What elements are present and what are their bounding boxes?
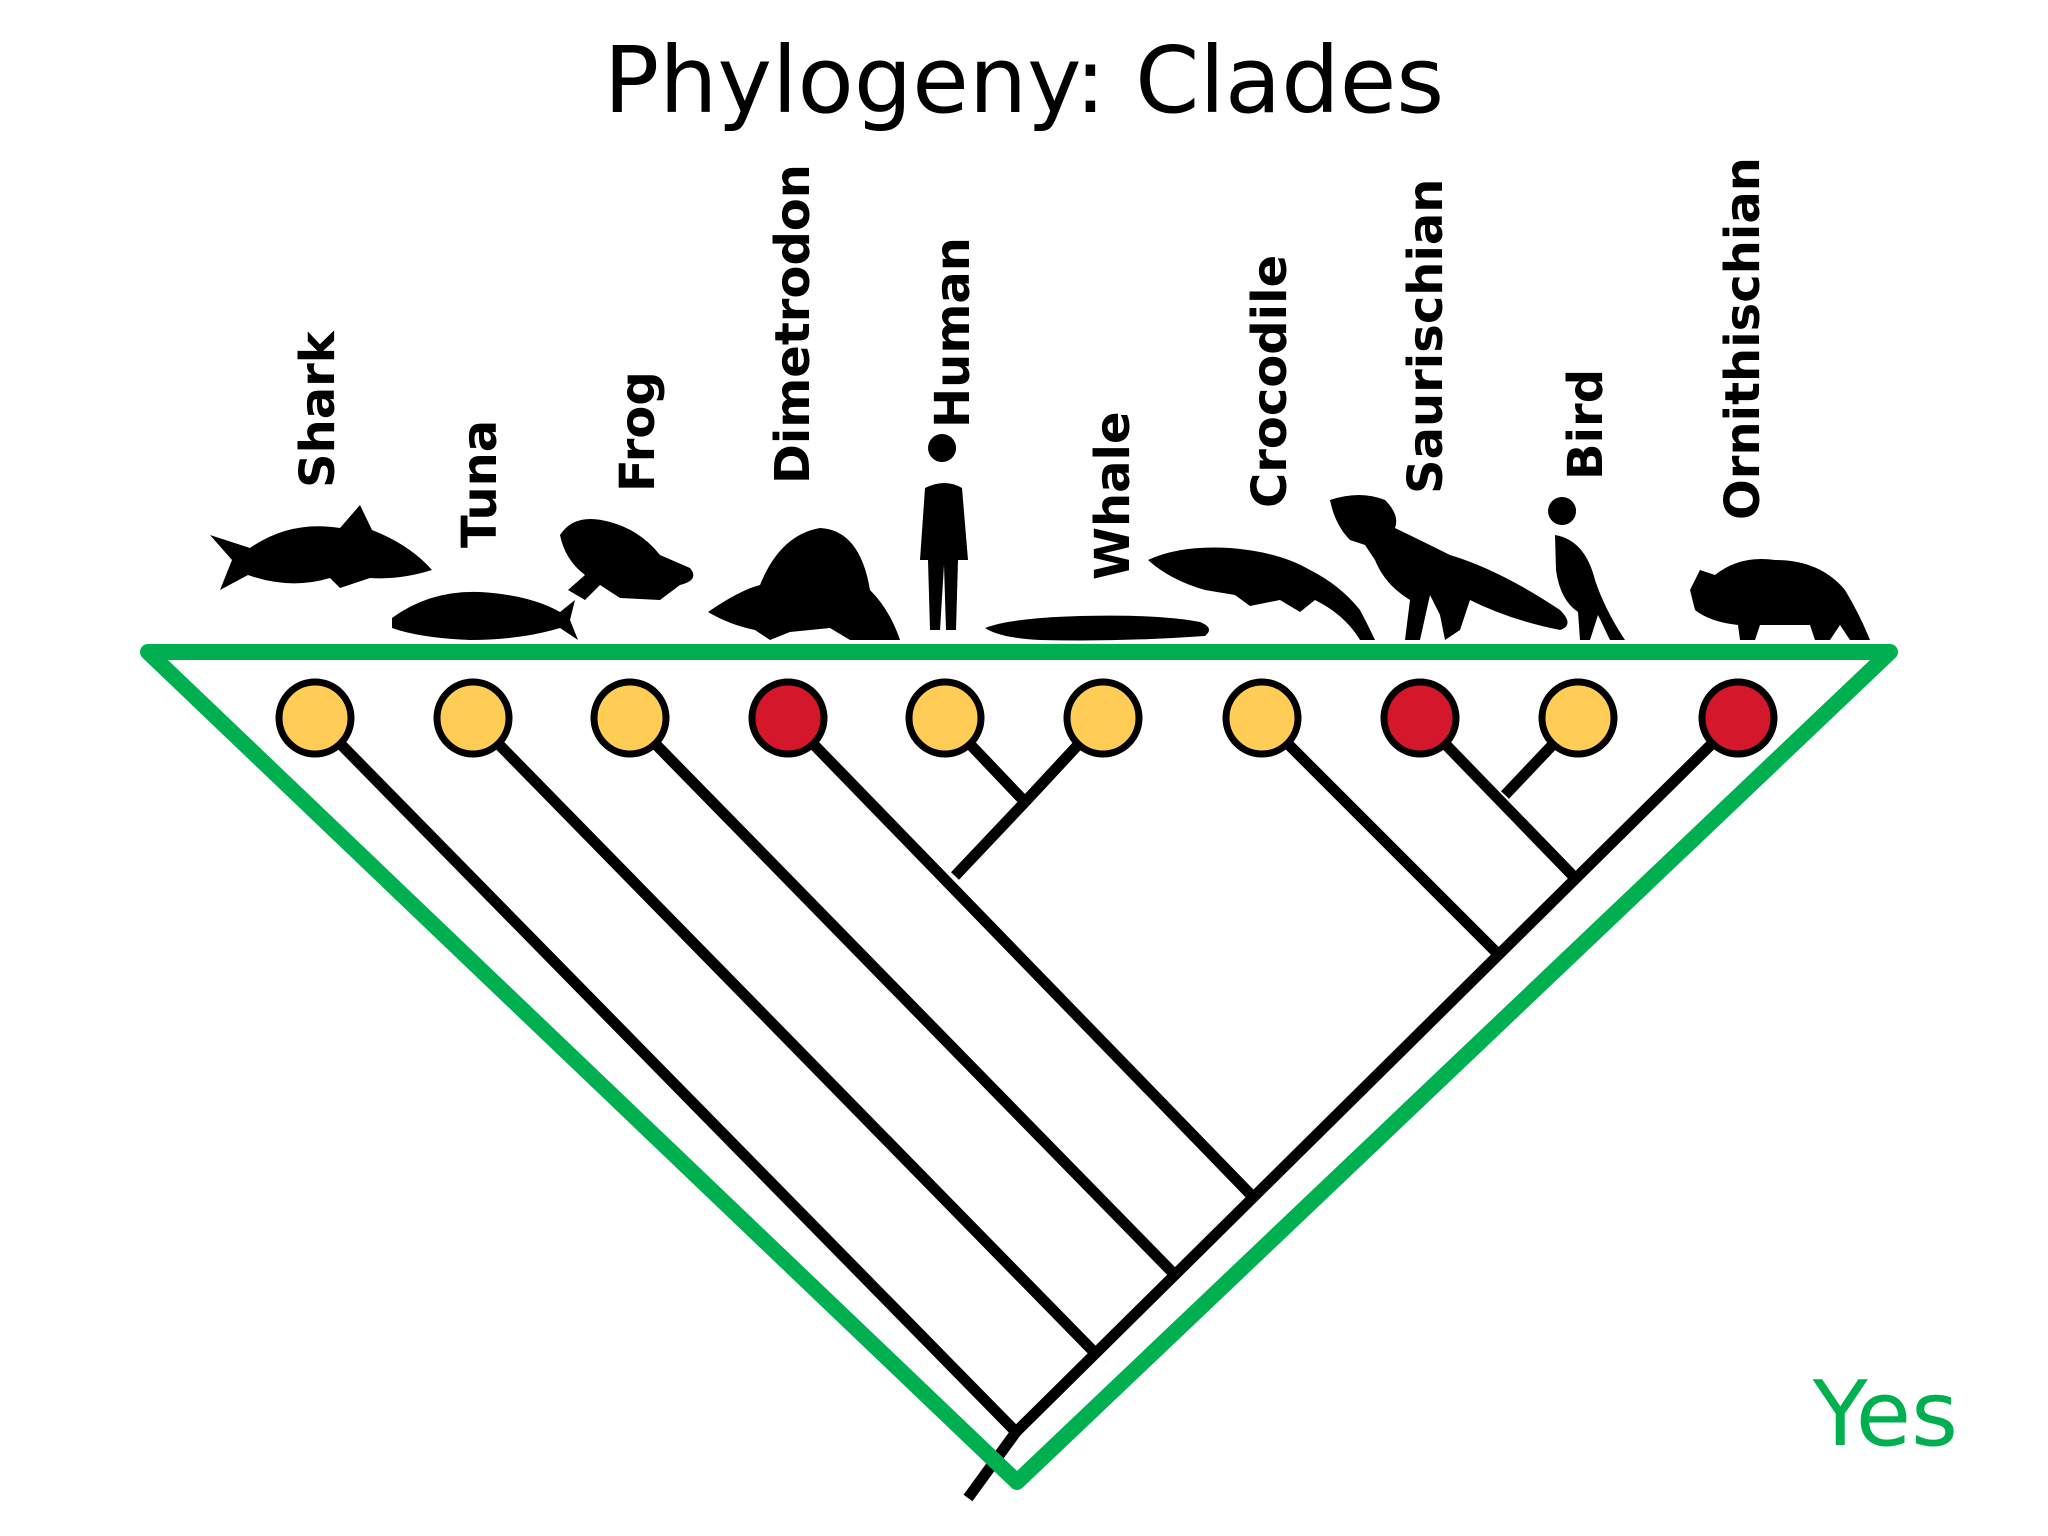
taxon-label-human: Human [925, 237, 981, 428]
taxon-silhouettes [210, 434, 1870, 641]
node-shark [275, 678, 355, 758]
whale-silhouette-icon [985, 615, 1209, 641]
taxon-label-frog: Frog [610, 371, 666, 492]
taxon-label-crocodile: Crocodile [1242, 255, 1298, 508]
tuna-silhouette-icon [392, 591, 578, 640]
tree-branches [311, 714, 1742, 1502]
branch-crocodile [1258, 714, 1506, 962]
taxon-label-whale: Whale [1085, 411, 1141, 580]
node-tuna [433, 678, 513, 758]
taxon-label-shark: Shark [290, 330, 346, 488]
branch-mammals [951, 798, 1029, 880]
crocodile-silhouette-icon [1148, 547, 1375, 640]
saurischian-silhouette-icon [1330, 495, 1568, 640]
clade-highlight-triangle [140, 644, 1898, 1490]
node-human [905, 678, 985, 758]
branch-frog [626, 714, 1180, 1280]
node-whale [1063, 678, 1143, 758]
branch-tuna [469, 714, 1101, 1359]
slide-title: Phylogeny: Clades [604, 27, 1445, 134]
taxon-label-tuna: Tuna [452, 420, 508, 548]
branch-dimetrodon [784, 714, 1258, 1202]
dimetrodon-silhouette-icon [708, 528, 900, 640]
node-ornithischian [1698, 678, 1778, 758]
ornithischian-silhouette-icon [1690, 559, 1870, 640]
node-bird [1538, 678, 1618, 758]
taxon-label-saurischian: Saurischian [1398, 179, 1454, 494]
human-silhouette-icon [920, 434, 968, 630]
node-saurischian [1380, 678, 1460, 758]
taxon-label-dimetrodon: Dimetrodon [765, 164, 821, 484]
answer-text: Yes [1812, 1362, 1958, 1467]
taxon-label-ornithischian: Ornithischian [1715, 157, 1771, 520]
frog-silhouette-icon [560, 518, 694, 600]
shark-silhouette-icon [210, 505, 432, 590]
taxon-label-bird: Bird [1558, 369, 1614, 480]
bird-silhouette-icon [1548, 497, 1625, 640]
branch-shark [311, 714, 1020, 1436]
node-frog [590, 678, 670, 758]
node-crocodile [1222, 678, 1302, 758]
taxon-nodes [275, 678, 1778, 758]
node-dimetrodon [748, 678, 828, 758]
branch-backbone [1012, 714, 1742, 1436]
